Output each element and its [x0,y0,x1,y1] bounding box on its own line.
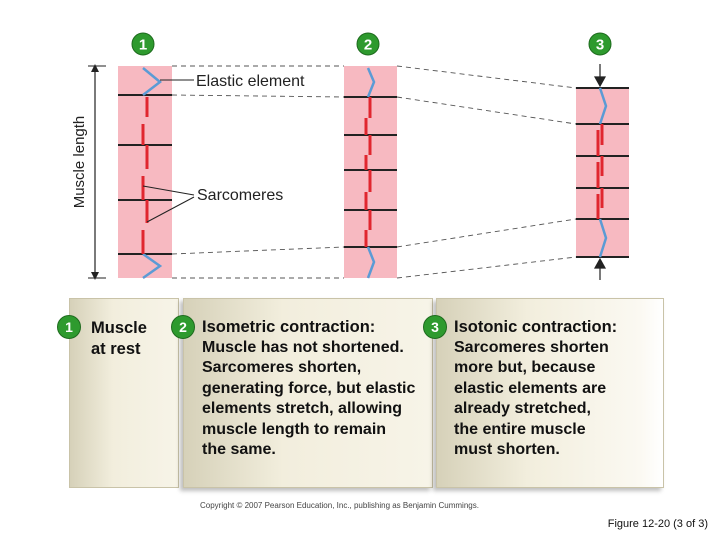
panel-3-line-2: more but, because [454,359,596,376]
sarcomeres-isometric [364,97,372,247]
muscle-length-label: Muscle length [71,116,88,209]
panel-1-text: Muscle at rest [91,318,147,359]
muscle-contraction-diagram: 1 2 3 Muscle length [71,32,629,280]
panel-2-line-1: Muscle has not shortened. [202,338,404,356]
column-badge-1: 1 [131,32,155,56]
muscle-rest [118,66,172,280]
sarcomeres-isotonic [596,124,604,219]
panel-rest [69,298,179,488]
svg-text:2: 2 [364,37,372,54]
sarcomeres-rest [141,97,149,254]
panel-3-line-1: Sarcomeres shorten [454,338,609,356]
figure-caption: Figure 12-20 (3 of 3) [607,518,708,530]
panel-3-line-6: must shorten. [454,441,560,458]
elastic-element-rest [142,67,163,280]
panel-2-line-5: muscle length to remain [202,420,387,438]
panel-2-line-2: Sarcomeres shorten, [202,359,362,376]
column-badge-2: 2 [356,32,380,56]
panel-2-title: Isometric contraction: [202,318,376,336]
svg-text:1: 1 [139,37,147,54]
panel-3-title: Isotonic contraction: [454,318,618,336]
svg-text:3: 3 [596,37,604,54]
panel-2-line-4: elements stretch, allowing [202,400,403,417]
muscle-length-axis [88,64,106,280]
compression-arrows [593,64,607,280]
panel-3-line-3: elastic elements are [454,379,607,397]
panel-isotonic [436,298,664,488]
panel-2-line-6: the same. [202,441,276,458]
copyright-notice: Copyright © 2007 Pearson Education, Inc.… [200,501,479,510]
panel-1-title-line-2: at rest [91,339,141,358]
elastic-element-label: Elastic element [196,73,305,90]
panel-1-title-line-1: Muscle [91,319,147,337]
panel-2-line-3: generating force, but elastic [202,379,416,397]
panel-badge-1: 1 [57,315,81,339]
panel-isometric [183,298,433,488]
sarcomeres-callout [142,185,195,223]
panel-3-line-5: the entire muscle [454,420,586,438]
panel-3-text: Isotonic contraction: Sarcomeres shorten… [454,317,617,461]
panel-badge-2: 2 [171,315,195,339]
panel-3-line-4: already stretched, [454,400,591,417]
sarcomeres-label: Sarcomeres [197,187,283,204]
panel-2-text: Isometric contraction: Muscle has not sh… [202,317,415,461]
projection-lines [171,65,577,279]
panel-badge-3: 3 [423,315,447,339]
elastic-element-isometric [366,67,376,279]
muscle-isometric [344,66,397,279]
column-badge-3: 3 [588,32,612,56]
elastic-element-isotonic [598,87,608,258]
muscle-isotonic [576,64,629,280]
